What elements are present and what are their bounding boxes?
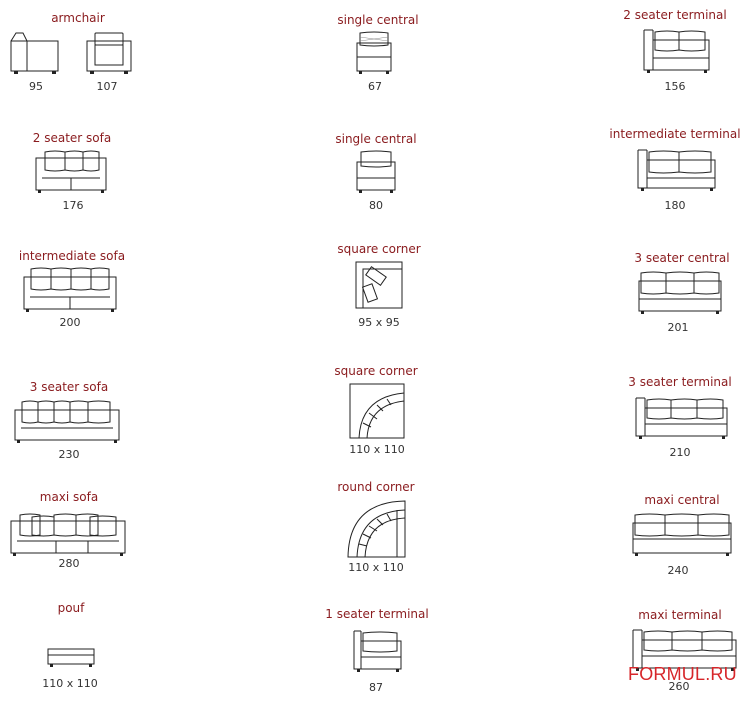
watermark: FORMUL.RU <box>628 664 737 684</box>
item-dim: 80 <box>369 199 383 212</box>
item-dim: 201 <box>667 321 689 334</box>
item-dim: 107 <box>96 80 118 93</box>
square-corner-icon <box>349 383 405 439</box>
item-dim: 180 <box>664 199 686 212</box>
intermediate-terminal-icon <box>637 148 717 191</box>
item-dim: 230 <box>58 448 80 461</box>
item-dim: 210 <box>669 446 691 459</box>
armchair-107-icon <box>86 31 132 74</box>
maxi-sofa-icon <box>10 513 126 556</box>
armchair-95-icon <box>10 31 60 74</box>
2-seater-terminal-icon <box>643 28 711 73</box>
item-dim: 176 <box>62 199 84 212</box>
item-label: armchair <box>51 11 105 25</box>
item-label: single central <box>337 13 419 27</box>
item-dim: 87 <box>369 681 383 694</box>
round-corner-icon <box>347 500 407 558</box>
item-dim: 260 <box>668 680 690 693</box>
single-central-icon <box>356 150 396 193</box>
item-dim: 110 x 110 <box>348 561 404 574</box>
item-label: intermediate terminal <box>609 127 741 141</box>
item-label: 3 seater sofa <box>29 380 109 394</box>
item-label: single central <box>335 132 417 146</box>
item-label: 3 seater central <box>634 251 730 265</box>
item-label: 2 seater sofa <box>32 131 112 145</box>
square-corner-icon <box>355 261 403 309</box>
item-label: pouf <box>57 601 85 615</box>
item-label: intermediate sofa <box>18 249 126 263</box>
2-seater-sofa-icon <box>35 150 107 193</box>
item-label: 3 seater terminal <box>628 375 732 389</box>
item-label: maxi central <box>644 493 720 507</box>
item-dim: 110 x 110 <box>42 677 98 690</box>
3-seater-sofa-icon <box>14 400 120 443</box>
3-seater-terminal-icon <box>635 396 729 439</box>
pouf-icon <box>47 648 95 667</box>
item-label: 1 seater terminal <box>325 607 429 621</box>
maxi-terminal-icon <box>632 628 738 671</box>
item-label: square corner <box>337 242 421 256</box>
item-dim: 110 x 110 <box>349 443 405 456</box>
item-label: 2 seater terminal <box>623 8 727 22</box>
item-dim: 95 x 95 <box>358 316 400 329</box>
item-dim: 200 <box>59 316 81 329</box>
item-label: square corner <box>334 364 418 378</box>
item-label: maxi terminal <box>638 608 722 622</box>
item-dim: 240 <box>667 564 689 577</box>
item-label: round corner <box>337 480 415 494</box>
item-dim: 95 <box>29 80 43 93</box>
intermediate-sofa-icon <box>23 267 117 312</box>
1-seater-terminal-icon <box>353 629 403 672</box>
item-dim: 280 <box>58 557 80 570</box>
maxi-central-icon <box>632 513 732 556</box>
item-label: maxi sofa <box>39 490 99 504</box>
3-seater-central-icon <box>638 271 722 314</box>
item-dim: 67 <box>368 80 382 93</box>
single-central-icon <box>356 31 392 74</box>
item-dim: 156 <box>664 80 686 93</box>
